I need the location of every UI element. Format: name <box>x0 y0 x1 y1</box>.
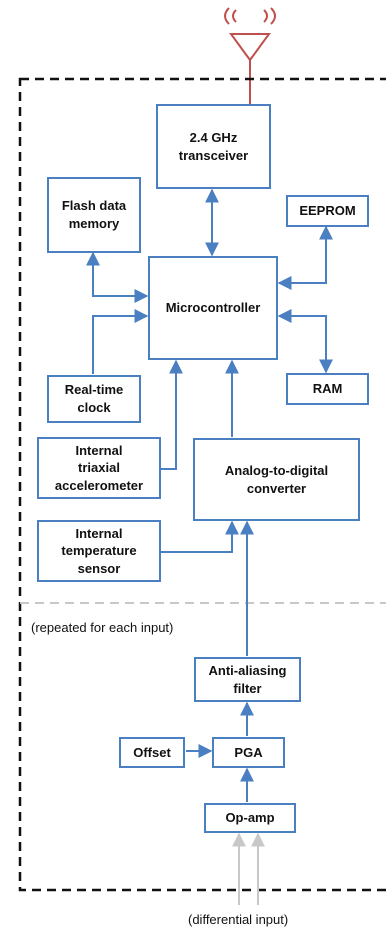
antenna-icon <box>224 7 276 104</box>
eeprom-block: EEPROM <box>286 195 369 227</box>
link-flash-mcu <box>86 251 149 303</box>
temperature-sensor-block: Internal temperature sensor <box>37 520 161 582</box>
offset-block: Offset <box>119 737 185 768</box>
link-temp-adc <box>161 520 239 553</box>
pga-block: PGA <box>212 737 285 768</box>
ram-block: RAM <box>286 373 369 405</box>
link-eeprom-mcu <box>277 225 333 290</box>
adc-block: Analog-to-digital converter <box>193 438 360 521</box>
anti-aliasing-filter-block: Anti-aliasing filter <box>194 657 301 702</box>
differential-input-label: (differential input) <box>188 912 289 927</box>
transceiver-block: 2.4 GHz transceiver <box>156 104 271 189</box>
op-amp-block: Op-amp <box>204 803 296 833</box>
rtc-block: Real-time clock <box>47 375 141 423</box>
flash-memory-block: Flash data memory <box>47 177 141 253</box>
link-ram-mcu <box>277 309 333 374</box>
microcontroller-block: Microcontroller <box>148 256 278 360</box>
link-accel-mcu <box>161 359 183 470</box>
device-boundary <box>18 77 386 892</box>
accelerometer-block: Internal triaxial accelerometer <box>37 437 161 499</box>
link-rtc-mcu <box>92 309 149 374</box>
repeated-note: (repeated for each input) <box>31 620 174 635</box>
